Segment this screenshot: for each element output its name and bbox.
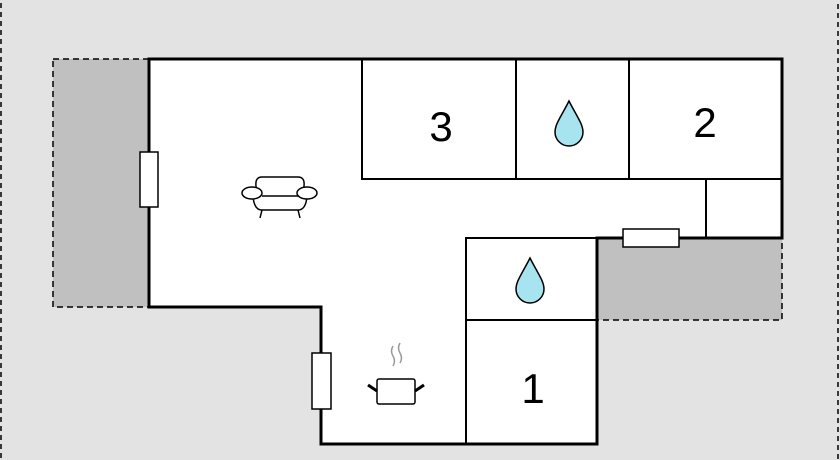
room-label-3: 3: [429, 103, 452, 150]
window-left: [139, 151, 159, 208]
room-label-2: 2: [693, 99, 716, 146]
water-drop-icon: [554, 99, 584, 147]
closet: [705, 178, 783, 239]
window-right: [622, 228, 680, 248]
room-1: [465, 319, 598, 445]
room-label-1: 1: [521, 365, 544, 412]
terrace-right: [596, 237, 783, 321]
cooking-pot-icon: [367, 342, 425, 405]
sofa-icon: [241, 176, 318, 219]
window-bottom: [311, 352, 332, 410]
terrace-left: [52, 58, 150, 308]
water-drop-icon: [515, 256, 545, 304]
